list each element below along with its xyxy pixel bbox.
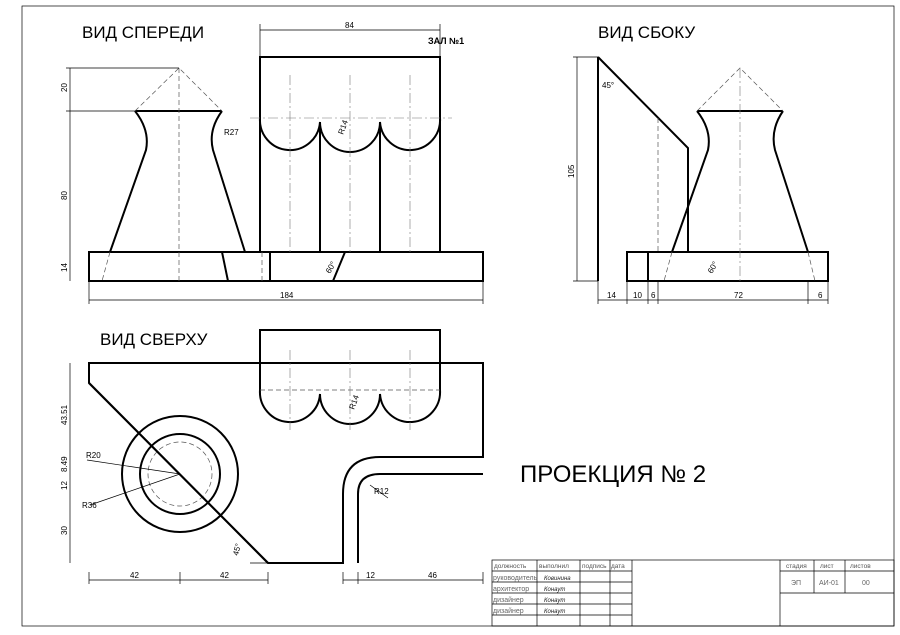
dim-r36: R36 [82,501,97,510]
top-view: ВИД СВЕРХУ 43.51 8.49 12 30 R20 R36 45° … [60,329,484,584]
dim-184: 184 [280,291,294,300]
dim-72: 72 [734,291,743,300]
sheet-frame [21,5,895,627]
projection-title: ПРОЕКЦИЯ № 2 [520,461,706,488]
dim-12-top: 12 [366,571,375,580]
dim-46: 46 [428,571,437,580]
stage-header: стадия [786,563,807,570]
hall-label: ЗАЛ №1 [428,36,464,46]
dim-14-side: 14 [607,291,616,300]
name-4: Конаут [544,609,565,615]
dim-r14-top: R14 [347,393,361,410]
header-position: должность [494,563,527,570]
front-view-title: ВИД СПЕРЕДИ [82,23,204,42]
dim-r27: R27 [224,128,239,137]
side-view-title: ВИД СБОКУ [598,23,695,42]
role-1: руководитель [493,575,538,582]
dim-80: 80 [60,191,69,200]
name-3: Конаут [544,598,565,604]
dim-10: 10 [633,291,642,300]
title-block: должность выполнил подпись дата руководи… [491,559,895,627]
dim-6b: 6 [818,291,823,300]
role-4: дизайнер [493,607,524,615]
dim-45-top: 45° [231,542,243,556]
dim-45: 45° [602,81,614,90]
dim-r20: R20 [86,451,101,460]
sheets-value: 00 [862,580,870,587]
stage-value: ЭП [791,580,801,587]
header-signature: подпись [582,563,607,570]
dim-105: 105 [567,164,576,178]
top-view-title: ВИД СВЕРХУ [100,330,208,349]
name-2: Конаут [544,587,565,593]
dim-30: 30 [60,526,69,535]
dim-12: 12 [60,481,69,490]
header-performed: выполнил [539,563,569,570]
dim-42b: 42 [220,571,229,580]
sheet-header: лист [820,563,834,570]
dim-43-51: 43.51 [60,404,69,425]
dim-r12: R12 [374,487,389,496]
dim-84: 84 [345,21,354,30]
dim-8-49: 8.49 [60,456,69,472]
sheets-header: листов [850,563,871,570]
dim-14: 14 [60,263,69,272]
dim-6a: 6 [651,291,656,300]
dim-42a: 42 [130,571,139,580]
dim-60-side: 60° [706,260,720,275]
role-3: дизайнер [493,596,524,604]
sheet-value: АИ-01 [819,580,839,587]
dim-20: 20 [60,83,69,92]
name-1: Ковинина [544,576,571,582]
role-2: архитектор [493,586,529,593]
side-view: ВИД СБОКУ 105 45° 60° 14 10 6 72 6 [567,23,829,304]
header-date: дата [611,563,625,570]
dim-r14: R14 [336,118,350,135]
front-view: ВИД СПЕРЕДИ ЗАЛ №1 84 20 80 14 184 R27 R… [60,21,484,304]
